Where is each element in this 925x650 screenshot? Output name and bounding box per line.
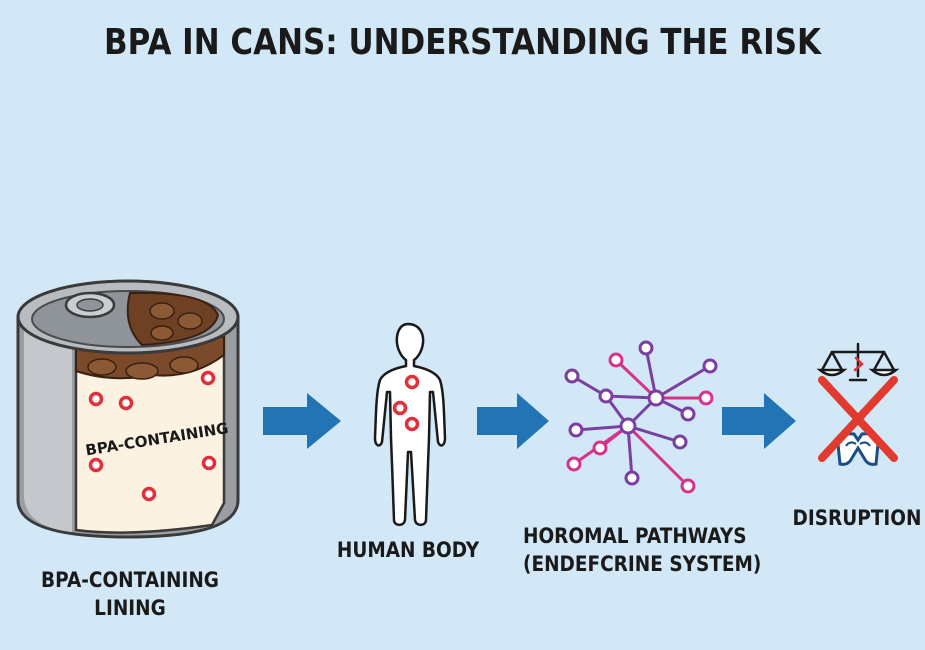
body-bpa-markers	[392, 374, 420, 432]
bpa-can-illustration: BPA-CONTAINING	[16, 279, 240, 539]
disruption-caption: DISRUPTION	[792, 506, 922, 530]
cross-icon	[818, 376, 898, 462]
can-caption: BPA-CONTAINING LINING	[41, 568, 219, 620]
human-body-icon	[373, 322, 447, 527]
hormonal-network-icon	[564, 340, 718, 494]
body-caption: HUMAN BODY	[336, 538, 480, 562]
broken-scale-icon	[816, 342, 900, 382]
page-title: BPA IN CANS: UNDERSTANDING THE RISK	[104, 22, 821, 63]
arrow-right-icon	[477, 393, 549, 449]
arrow-right-icon	[263, 393, 341, 449]
bpa-markers	[88, 370, 217, 502]
disruption-icon	[816, 342, 900, 466]
pathways-caption: HOROMAL PATHWAYS (ENDEFCRINE SYSTEM)	[523, 524, 762, 576]
arrow-right-icon	[722, 393, 796, 449]
